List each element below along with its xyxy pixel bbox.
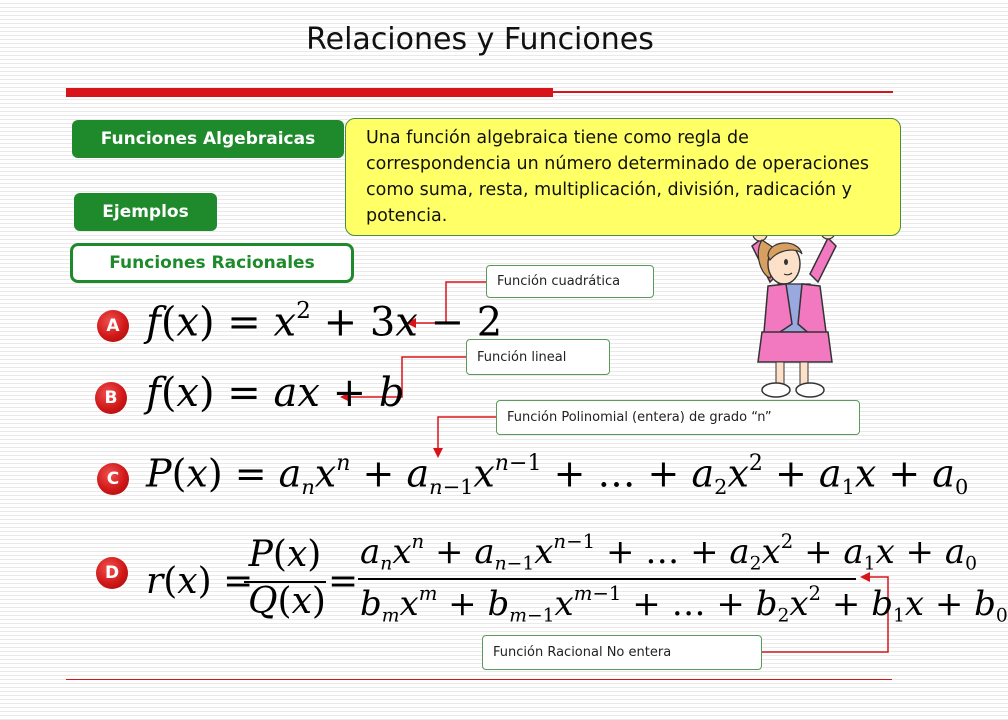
formula-d-denominator: bmxm + bm−1xm−1 + … + b2x2 + b1x + b0 [360, 582, 1008, 627]
formula-a-quadratic: f(x) = x2 + 3x − 2 [146, 297, 503, 346]
cartoon-woman-figure [751, 224, 837, 398]
ejemplos-button[interactable]: Ejemplos [74, 193, 217, 231]
bullet-letter-d: D [96, 557, 128, 589]
bullet-letter-b: B [95, 382, 127, 414]
footer-divider [66, 679, 892, 680]
formula-d-numerator: anxn + an−1xn−1 + … + a2x2 + a1x + a0 [360, 530, 978, 575]
connector-c [433, 416, 496, 458]
funciones-algebraicas-button[interactable]: Funciones Algebraicas [72, 120, 344, 158]
bullet-letter-a: A [97, 310, 129, 342]
connector-d [762, 572, 889, 653]
formula-d-fraction-1: P(x) Q(x) [248, 534, 326, 622]
callout-funcion-cuadratica: Función cuadrática [486, 265, 654, 298]
formula-d-lhs: r(x) = [146, 561, 254, 602]
callout-funcion-lineal: Función lineal [466, 339, 610, 375]
formula-b-linear: f(x) = ax + b [146, 370, 405, 416]
title-underline-bar [66, 88, 553, 97]
bullet-letter-c: C [97, 463, 129, 495]
funciones-racionales-button[interactable]: Funciones Racionales [70, 243, 354, 283]
fraction-bar-1 [244, 581, 326, 583]
formula-d-equals: = [328, 561, 359, 602]
connector-a [406, 281, 486, 328]
fraction-bar-2 [358, 578, 856, 580]
callout-funcion-racional: Función Racional No entera [482, 635, 762, 670]
callout-connectors [340, 281, 889, 653]
slide-title: Relaciones y Funciones [306, 22, 654, 57]
title-underline-line [553, 91, 893, 93]
connector-b [340, 356, 466, 402]
definition-box: Una función algebraica tiene como regla … [345, 118, 901, 236]
callout-funcion-polinomial: Función Polinomial (entera) de grado “n” [496, 400, 860, 435]
formula-c-polynomial: P(x) = anxn + an−1xn−1 + … + a2x2 + a1x … [146, 451, 969, 499]
